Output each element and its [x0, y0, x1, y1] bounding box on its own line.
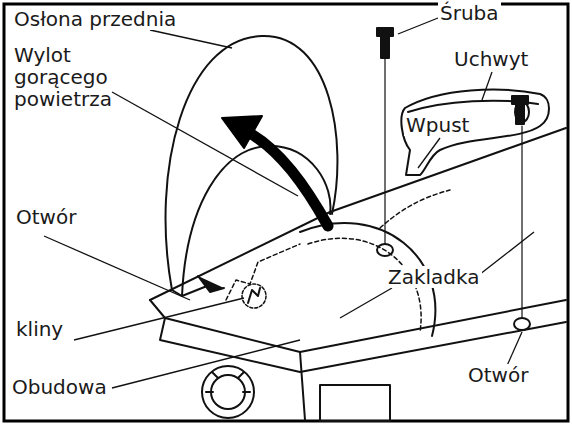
knob-ribs [206, 372, 250, 392]
cover-clip [198, 276, 224, 292]
slot-dashed [380, 190, 450, 228]
part-label: Zakladka [386, 266, 482, 288]
panel [320, 385, 390, 421]
wedge-mark [242, 284, 266, 308]
leader-line [418, 138, 440, 168]
arrow-head [222, 116, 262, 148]
part-label: Wpust [404, 114, 471, 136]
leader-line [44, 236, 190, 300]
leader-line [74, 298, 244, 340]
part-label: Wylot gorącego powietrza [12, 44, 116, 110]
part-label: Otwór [14, 206, 78, 228]
screw-guide [385, 58, 522, 318]
knob [202, 366, 254, 418]
leader-line [506, 332, 522, 368]
part-label: Otwór [466, 364, 530, 386]
leader-line [398, 18, 438, 34]
hot-air-outlet [182, 146, 330, 296]
knob-inner [211, 375, 245, 409]
screw [512, 96, 528, 124]
leader-line [112, 340, 300, 388]
handle [401, 90, 549, 175]
hole [514, 318, 530, 330]
leader-line [112, 92, 298, 196]
housing-top-edge [150, 128, 566, 300]
frame [4, 4, 568, 421]
part-label: Uchwyt [452, 48, 530, 70]
hole [377, 244, 393, 256]
wedge [248, 288, 260, 303]
leader-line [482, 72, 492, 100]
housing-corner [300, 352, 305, 420]
screw [377, 28, 393, 58]
part-label: Śruba [438, 2, 501, 24]
direction-arrow [248, 132, 328, 226]
part-label: Obudowa [10, 376, 109, 398]
part-label: kliny [14, 318, 65, 340]
leader-line [340, 232, 534, 318]
leader-line [150, 30, 232, 48]
part-label: Osłona przednia [12, 8, 178, 30]
